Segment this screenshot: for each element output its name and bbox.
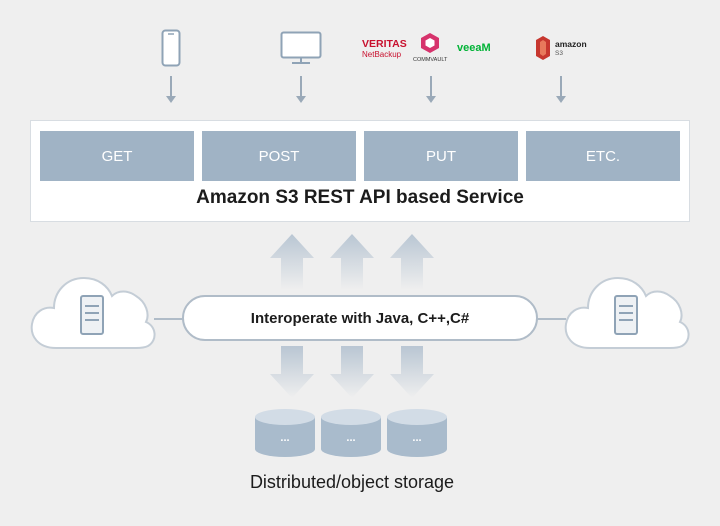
left-connector-line bbox=[154, 318, 184, 320]
down-arrow-icon bbox=[270, 346, 314, 398]
down-arrow-line bbox=[300, 76, 302, 96]
down-arrow-line bbox=[430, 76, 432, 96]
veritas-logo-line1: VERITAS bbox=[362, 38, 407, 50]
service-title: Amazon S3 REST API based Service bbox=[196, 187, 524, 208]
method-etc: ETC. bbox=[526, 131, 680, 181]
up-arrow-icon bbox=[330, 234, 374, 290]
desktop-client bbox=[280, 28, 322, 68]
backup-vendor-logos-graphic: VERITAS NetBackup COMMVAULT veeaM bbox=[362, 33, 491, 63]
aws-logo-line2: S3 bbox=[555, 50, 563, 57]
down-arrow-icon bbox=[330, 346, 374, 398]
left-cloud-server bbox=[30, 276, 156, 349]
down-arrow-icon bbox=[296, 96, 306, 103]
backup-vendor-logos: VERITAS NetBackup COMMVAULT veeaM bbox=[360, 28, 510, 68]
veeam-logo-text: veeaM bbox=[457, 42, 491, 54]
right-connector-line bbox=[536, 318, 566, 320]
down-arrow-icon bbox=[390, 346, 434, 398]
desktop-monitor-icon bbox=[280, 31, 322, 64]
method-get: GET bbox=[40, 131, 194, 181]
up-arrow-icon bbox=[270, 234, 314, 290]
aws-logo-line1: amazon bbox=[555, 39, 587, 49]
mobile-phone-icon bbox=[161, 29, 181, 67]
disk-label: ... bbox=[346, 432, 355, 444]
down-arrow-icon bbox=[426, 96, 436, 103]
disk-label: ... bbox=[412, 432, 421, 444]
method-put: PUT bbox=[364, 131, 518, 181]
disk-label: ... bbox=[280, 432, 289, 444]
amazon-s3-logo: amazon S3 bbox=[532, 28, 594, 68]
server-icon bbox=[80, 295, 104, 335]
commvault-icon bbox=[421, 33, 439, 53]
down-arrow-line bbox=[170, 76, 172, 96]
up-arrow-icon bbox=[390, 234, 434, 290]
down-arrow-icon bbox=[556, 96, 566, 103]
mobile-phone-client bbox=[161, 28, 181, 68]
storage-disk-icon: ... bbox=[255, 409, 315, 457]
commvault-logo-text: COMMVAULT bbox=[413, 57, 448, 63]
storage-disk-icon: ... bbox=[321, 409, 381, 457]
veritas-logo-line2: NetBackup bbox=[362, 50, 402, 59]
storage-caption: Distributed/object storage bbox=[249, 472, 455, 492]
right-cloud-server bbox=[564, 276, 690, 349]
down-arrow-line bbox=[560, 76, 562, 96]
storage-disk-icon: ... bbox=[387, 409, 447, 457]
interop-pill: Interoperate with Java, C++,C# bbox=[182, 295, 538, 341]
down-arrow-icon bbox=[166, 96, 176, 103]
s3-service-panel: GET POST PUT ETC. Amazon S3 REST API bas… bbox=[30, 120, 690, 222]
amazon-s3-icon: amazon S3 bbox=[536, 36, 587, 60]
server-icon bbox=[614, 295, 638, 335]
method-post: POST bbox=[202, 131, 356, 181]
